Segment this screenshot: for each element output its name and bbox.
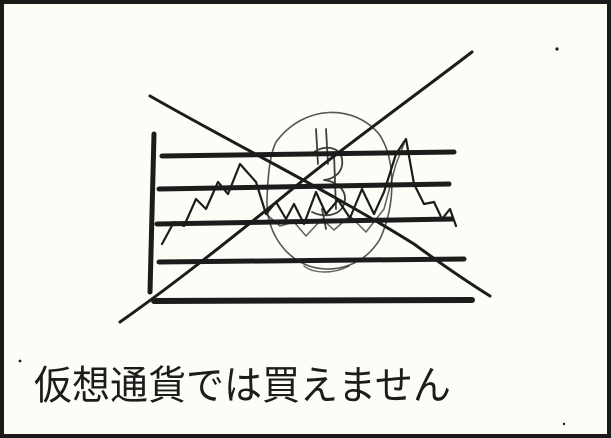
caption-text: 仮想通貨では買えません xyxy=(34,363,451,409)
y-axis xyxy=(147,131,157,295)
ink-speck xyxy=(18,359,22,363)
coin-inner-line xyxy=(303,265,350,273)
ink-speck xyxy=(562,422,566,426)
big-cross-stroke-2 xyxy=(118,50,474,324)
strike-line-1 xyxy=(159,149,457,159)
big-cross-stroke-1 xyxy=(148,94,492,298)
strike-line-4 xyxy=(156,256,467,265)
price-line xyxy=(160,137,458,246)
x-axis xyxy=(151,297,475,304)
coin-symbol xyxy=(311,128,346,230)
strike-line-2 xyxy=(156,181,452,192)
coin-outline xyxy=(266,111,393,270)
price-line-secondary xyxy=(265,143,405,237)
ink-speck xyxy=(555,47,559,51)
crossed-out-chart-sketch xyxy=(18,47,566,426)
